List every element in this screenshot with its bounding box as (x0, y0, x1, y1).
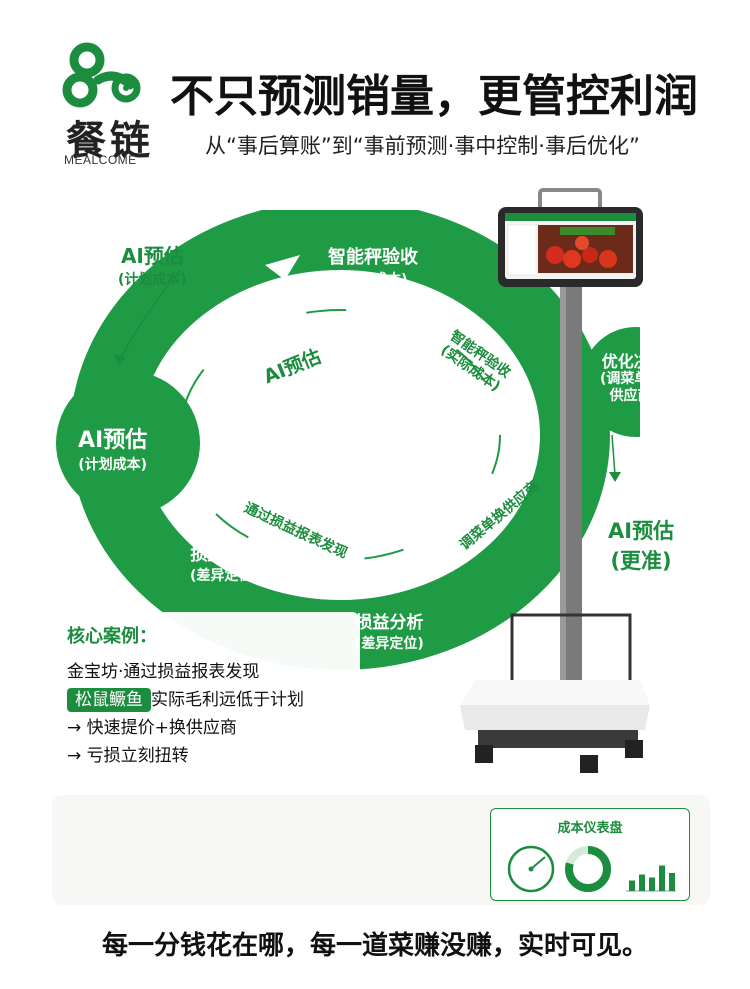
node-ai-left (56, 371, 200, 515)
brand-name-cn: 餐链 (66, 118, 154, 164)
case-title: 核心案例： (67, 626, 157, 647)
dashboard-bar (649, 877, 655, 891)
case-line-2: 松鼠鳜鱼实际毛利远低于计划 (67, 686, 348, 714)
case-highlight: 松鼠鳜鱼 (67, 688, 151, 712)
brand-name-en: MEALCOME (64, 153, 137, 167)
label-loss-left: 损益分析 (差异定位) (190, 545, 259, 584)
bottom-pointer (390, 560, 415, 578)
label-ai-right: AI预估 (更准) (608, 519, 675, 573)
footer-slogan: 每一分钱花在哪，每一道菜赚没赚，实时可见。 (101, 931, 648, 961)
page-headline: 不只预测销量，更管控利润 (170, 71, 698, 122)
inner-cycle (179, 309, 501, 561)
dashboard-title: 成本仪表盘 (557, 821, 623, 836)
outer-arrow-right (611, 434, 616, 476)
label-scale-top: 智能秤验收 (实际成本) (328, 247, 418, 288)
label-ai-left: AI预估 (计划成本) (78, 428, 148, 473)
bar-chart-icon (626, 865, 676, 892)
dashboard-bar (629, 880, 635, 891)
label-loss-bottom: 损益分析 (差异定位) (355, 613, 424, 652)
dashboard-bar (639, 874, 645, 891)
scale-platform (460, 705, 650, 730)
label-ai-top: AI预估 (计划成本) (118, 244, 187, 288)
top-pointer (370, 308, 400, 328)
case-line-3: → 快速提价+换供应商 (67, 718, 237, 738)
case-line-4: → 亏损立刻扭转 (67, 746, 189, 766)
cost-dashboard: 成本仪表盘 (490, 808, 690, 901)
node-optimize (581, 327, 640, 437)
page-subline: 从“事后算账”到“事前预测·事中控制·事后优化” (205, 134, 640, 158)
case-line-1: 金宝坊·通过损益报表发现 (67, 662, 260, 682)
gauge-icon (507, 845, 555, 893)
donut-chart-icon (565, 846, 611, 892)
smart-scale-icon (460, 188, 650, 773)
case-study-card: 核心案例： 金宝坊·通过损益报表发现 松鼠鳜鱼实际毛利远低于计划 → 快速提价+… (55, 612, 360, 777)
brand-logo-icon (62, 42, 141, 108)
dashboard-bar (669, 873, 675, 891)
ring-arrow-top (265, 255, 300, 280)
outer-arrow-left (119, 269, 181, 361)
dashboard-bar (659, 865, 665, 891)
label-optimize: 优化决策 (调菜单/换 供应商) (600, 352, 668, 404)
